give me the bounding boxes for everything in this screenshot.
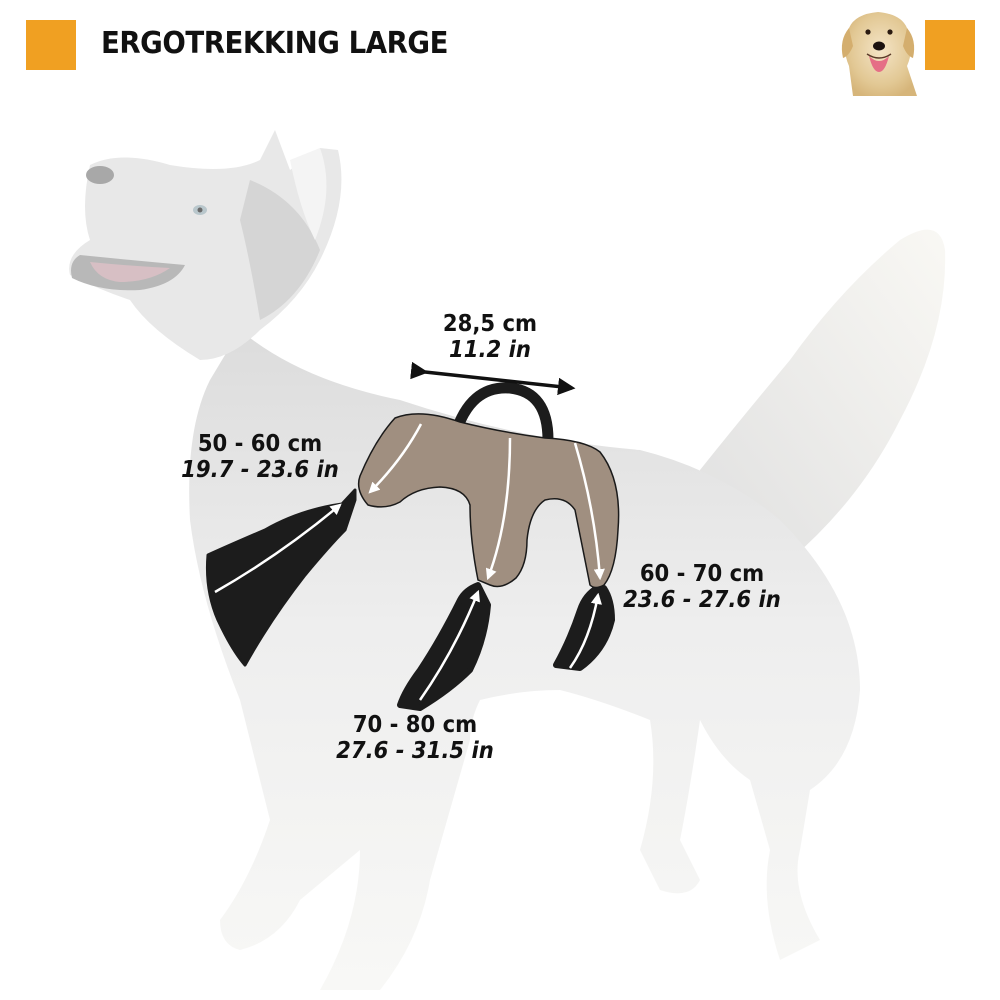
accent-square-left <box>26 20 76 70</box>
chest-cm: 70 - 80 cm <box>352 712 478 738</box>
dog-body <box>189 330 860 990</box>
accent-square-right <box>925 20 975 70</box>
harness-straps <box>205 488 615 711</box>
harness-pad <box>357 413 620 589</box>
measure-back-length: 28,5 cm 11.2 in <box>421 311 559 364</box>
belly-in: 23.6 - 27.6 in <box>623 586 781 613</box>
measure-arrows <box>214 423 605 701</box>
neck-cm: 50 - 60 cm <box>197 431 323 457</box>
neck-strap <box>205 488 357 667</box>
dog-nose <box>86 166 114 184</box>
back-length-arrow <box>410 361 576 396</box>
measure-neck: 50 - 60 cm 19.7 - 23.6 in <box>177 431 343 484</box>
page-title: ERGOTREKKING LARGE <box>101 26 448 61</box>
neck-in: 19.7 - 23.6 in <box>181 456 339 483</box>
belly-strap <box>553 585 615 671</box>
dog-tail <box>700 229 946 561</box>
back-length-in: 11.2 in <box>449 336 531 363</box>
belly-cm: 60 - 70 cm <box>639 561 765 587</box>
measure-belly: 60 - 70 cm 23.6 - 27.6 in <box>619 561 785 614</box>
golden-retriever-thumbnail <box>841 12 917 96</box>
measure-chest: 70 - 80 cm 27.6 - 31.5 in <box>332 712 498 765</box>
chest-in: 27.6 - 31.5 in <box>336 737 494 764</box>
chest-strap <box>397 582 491 711</box>
back-length-cm: 28,5 cm <box>442 311 538 337</box>
